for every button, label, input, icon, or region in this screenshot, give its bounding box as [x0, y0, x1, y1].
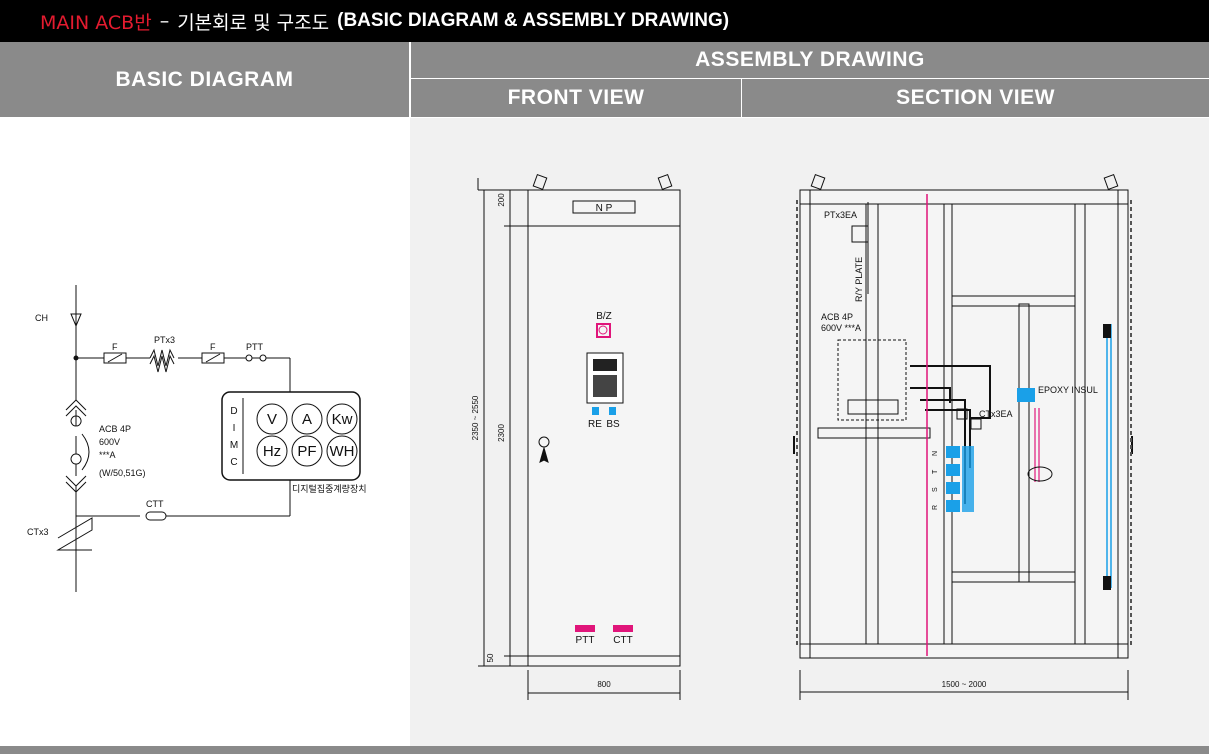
label-acb-3: ***A	[99, 450, 116, 460]
label-ch: CH	[35, 313, 48, 323]
dimc-letter-d: D	[230, 406, 237, 417]
meter-pf: PF	[297, 443, 316, 460]
header-assembly-drawing: ASSEMBLY DRAWING	[411, 42, 1209, 78]
busbar-n	[946, 446, 960, 458]
label-meter-caption: 디지털집중계량장치	[292, 483, 367, 494]
label-acb-4: (W/50,51G)	[99, 468, 146, 478]
controller-display	[593, 359, 617, 371]
section-acb-2: 600V ***A	[821, 323, 861, 333]
meter-wh: WH	[330, 443, 355, 460]
dimc-letter-i: I	[233, 423, 236, 434]
dimc-letter-m: M	[230, 440, 238, 451]
label-fuse-2: F	[210, 342, 216, 352]
front-dim-width: 800	[597, 680, 611, 689]
dimc-letter-c: C	[230, 457, 237, 468]
dimc-meter-box	[221, 391, 361, 481]
controller-keypad	[593, 375, 617, 397]
label-ctx3: CTx3	[27, 527, 49, 537]
front-dim-bottom: 50	[486, 653, 495, 662]
front-nameplate: N P	[596, 203, 613, 214]
busbar-t	[946, 464, 960, 476]
busbar-label-n: N	[932, 451, 939, 456]
front-dim-body: 2300	[497, 424, 506, 442]
section-ctx3ea: CTx3EA	[979, 409, 1013, 419]
label-fuse-1: F	[112, 342, 118, 352]
bottom-bar	[0, 746, 1209, 754]
label-ctt: CTT	[146, 499, 164, 509]
meter-hz: Hz	[263, 443, 281, 460]
buzzer-icon	[596, 323, 611, 338]
section-epoxy: EPOXY INSUL	[1038, 385, 1098, 395]
busbar-s	[946, 482, 960, 494]
front-dim-total: 2350 ~ 2550	[471, 395, 480, 440]
ctt-terminal-icon	[613, 625, 633, 632]
title-english: (BASIC DIAGRAM & ASSEMBLY DRAWING)	[337, 10, 730, 31]
meter-kw: Kw	[332, 411, 353, 428]
basic-diagram-panel: V A Kw Hz PF WH D I M C CH PTx3 F F PTT …	[0, 118, 410, 746]
assembly-drawing-svg: N P B/Z RE BS PTT CTT 800 2350 ~ 2550 23…	[471, 174, 1133, 700]
busbar-r	[946, 500, 960, 512]
front-re: RE	[588, 419, 602, 430]
label-ptx3: PTx3	[154, 335, 175, 345]
basic-diagram-svg: V A Kw Hz PF WH D I M C CH PTx3 F F PTT …	[27, 285, 367, 592]
meter-v: V	[267, 411, 277, 428]
title-dash: –	[159, 10, 170, 32]
section-acb-1: ACB 4P	[821, 312, 853, 322]
section-dim-width: 1500 ~ 2000	[942, 680, 987, 689]
label-acb-2: 600V	[99, 437, 120, 447]
label-acb-1: ACB 4P	[99, 424, 131, 434]
section-ry-plate: R/Y PLATE	[854, 257, 864, 302]
header-basic-diagram: BASIC DIAGRAM	[0, 42, 409, 117]
front-dim-top: 200	[497, 193, 506, 207]
section-ptx3ea: PTx3EA	[824, 210, 857, 220]
meter-a: A	[302, 411, 312, 428]
busbar-label-s: S	[932, 487, 939, 492]
epoxy-insulator-icon	[1017, 388, 1035, 402]
front-bz: B/Z	[596, 311, 612, 322]
re-button-icon	[592, 407, 599, 415]
title-korean: 기본회로 및 구조도	[177, 11, 330, 34]
ptt-terminal-icon	[575, 625, 595, 632]
front-ctt: CTT	[613, 635, 632, 646]
busbar-label-r: R	[932, 505, 939, 510]
assembly-drawing-panel: N P B/Z RE BS PTT CTT 800 2350 ~ 2550 23…	[410, 118, 1209, 746]
header-section-view: SECTION VIEW	[742, 79, 1209, 117]
front-ptt: PTT	[576, 635, 595, 646]
busbar-label-t: T	[932, 469, 939, 474]
page-title: MAIN ACB반 – 기본회로 및 구조도 (BASIC DIAGRAM & …	[0, 0, 1209, 42]
bs-button-icon	[609, 407, 616, 415]
title-panel-name: MAIN ACB반	[40, 11, 152, 34]
label-ptt: PTT	[246, 342, 264, 352]
header-front-view: FRONT VIEW	[411, 79, 741, 117]
front-bs: BS	[606, 419, 620, 430]
